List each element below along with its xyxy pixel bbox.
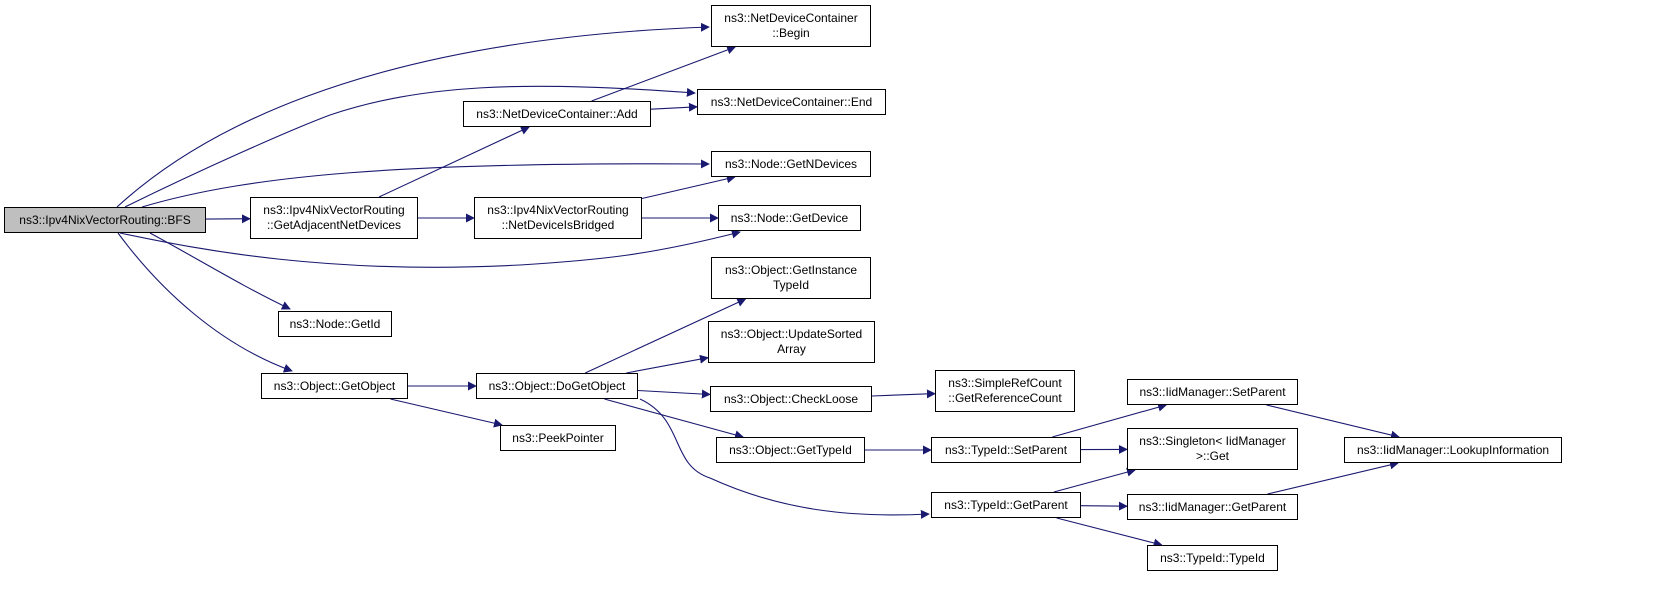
node-getadj[interactable]: ns3::Ipv4NixVectorRouting::GetAdjacentNe… — [250, 197, 418, 239]
node-label-line: ns3::Singleton< IidManager — [1139, 434, 1286, 448]
node-peekpointer[interactable]: ns3::PeekPointer — [500, 425, 616, 451]
node-label-line: ns3::NetDeviceContainer::Add — [476, 106, 638, 121]
node-label-line: ns3::Ipv4NixVectorRouting — [263, 203, 405, 217]
node-label-line: ::GetReferenceCount — [948, 391, 1062, 405]
node-label-line: TypeId — [772, 278, 810, 292]
edge-bfs-to-getndevices — [141, 159, 710, 208]
edge-ndc_add-to-ndc_begin — [591, 45, 737, 102]
node-label-line: ns3::IidManager::SetParent — [1139, 384, 1286, 399]
edge-dogetobject-to-tid_getparent — [639, 398, 930, 519]
node-getdevice[interactable]: ns3::Node::GetDevice — [718, 205, 861, 231]
node-label-line: ns3::IidManager::LookupInformation — [1356, 442, 1550, 457]
node-getrefcount[interactable]: ns3::SimpleRefCount::GetReferenceCount — [935, 370, 1075, 412]
node-label-line: ns3::Object::DoGetObject — [488, 378, 626, 393]
edge-iid_getparent-to-lookupinfo — [1267, 460, 1399, 495]
node-ndc-end[interactable]: ns3::NetDeviceContainer::End — [697, 89, 886, 115]
node-label-line: ns3::TypeId::TypeId — [1160, 550, 1265, 565]
edge-getadj-to-ndc_add — [378, 126, 530, 198]
node-label-line: ns3::Ipv4NixVectorRouting — [487, 203, 629, 217]
edge-dogetobject-to-obj_gettypeid — [604, 398, 744, 440]
node-label-line: ns3::Object::GetInstance — [724, 263, 858, 277]
node-ndc-add[interactable]: ns3::NetDeviceContainer::Add — [463, 101, 651, 127]
node-getid[interactable]: ns3::Node::GetId — [278, 311, 392, 337]
edge-dogetobject-to-updatesorted — [626, 354, 709, 374]
edge-ndc_add-to-ndc_end — [650, 102, 698, 112]
node-label-line: ns3::Object::CheckLoose — [723, 391, 859, 406]
node-lookupinfo[interactable]: ns3::IidManager::LookupInformation — [1344, 437, 1562, 463]
edge-getobject-to-peekpointer — [390, 398, 503, 428]
edge-bfs-to-ndc_begin — [116, 22, 710, 208]
edge-dogetobject-to-checkloose — [637, 389, 711, 399]
node-obj-gettypeid[interactable]: ns3::Object::GetTypeId — [716, 437, 865, 463]
node-label-line: ::Begin — [772, 26, 810, 40]
edge-tid_setparent-to-iid_setparent — [1052, 402, 1168, 438]
node-label-line: ns3::Object::UpdateSorted — [720, 327, 863, 341]
node-label-line: ns3::Ipv4NixVectorRouting::BFS — [19, 212, 191, 227]
node-getndevices[interactable]: ns3::Node::GetNDevices — [711, 151, 871, 177]
node-tid-setparent[interactable]: ns3::TypeId::SetParent — [931, 437, 1081, 463]
edge-tid_getparent-to-tid_typeid — [1056, 517, 1163, 548]
node-dogetobject[interactable]: ns3::Object::DoGetObject — [476, 373, 638, 399]
node-singleton-get[interactable]: ns3::Singleton< IidManager >::Get — [1127, 428, 1298, 470]
node-getobject[interactable]: ns3::Object::GetObject — [261, 373, 408, 399]
edge-checkloose-to-getrefcount — [871, 389, 936, 399]
node-label-line: ns3::PeekPointer — [512, 430, 604, 445]
edge-tid_getparent-to-iid_getparent — [1080, 501, 1128, 511]
node-tid-getparent[interactable]: ns3::TypeId::GetParent — [931, 492, 1081, 518]
node-label-line: ns3::Node::GetId — [289, 316, 381, 331]
node-isbridged[interactable]: ns3::Ipv4NixVectorRouting::NetDeviceIsBr… — [474, 197, 642, 239]
node-checkloose[interactable]: ns3::Object::CheckLoose — [710, 386, 872, 412]
node-label-line: ns3::Node::GetNDevices — [724, 156, 858, 171]
node-label-line: ns3::NetDeviceContainer::End — [710, 94, 873, 109]
edge-bfs-to-getdevice — [119, 229, 741, 268]
node-label-line: ns3::TypeId::GetParent — [944, 497, 1068, 512]
node-label-line: ::NetDeviceIsBridged — [501, 218, 615, 232]
edge-bfs-to-getid — [149, 232, 291, 310]
edge-bfs-to-getobject — [117, 232, 293, 373]
node-iid-getparent[interactable]: ns3::IidManager::GetParent — [1127, 494, 1298, 520]
node-iid-setparent[interactable]: ns3::IidManager::SetParent — [1127, 379, 1298, 405]
edge-isbridged-to-getndevices — [641, 174, 736, 200]
node-tid-typeid[interactable]: ns3::TypeId::TypeId — [1147, 545, 1278, 571]
node-bfs[interactable]: ns3::Ipv4NixVectorRouting::BFS — [4, 207, 206, 233]
node-label-line: Array — [777, 342, 806, 356]
node-label-line: ns3::NetDeviceContainer — [724, 11, 858, 25]
node-ndc-begin[interactable]: ns3::NetDeviceContainer::Begin — [711, 5, 871, 47]
node-label-line: ns3::Object::GetObject — [273, 378, 396, 393]
node-label-line: ns3::TypeId::SetParent — [944, 442, 1068, 457]
node-label-line: ::GetAdjacentNetDevices — [266, 218, 402, 232]
node-label-line: ns3::Object::GetTypeId — [729, 442, 852, 457]
node-label-line: ns3::SimpleRefCount — [948, 376, 1062, 390]
edge-dogetobject-to-getinstancetypeid — [584, 298, 747, 374]
node-label-line: >::Get — [1195, 449, 1230, 463]
edge-bfs-to-ndc_end — [124, 85, 696, 208]
node-label-line: ns3::IidManager::GetParent — [1138, 499, 1287, 514]
node-label-line: ns3::Node::GetDevice — [730, 210, 849, 225]
edge-tid_getparent-to-singleton_get — [1053, 467, 1136, 493]
edge-iid_setparent-to-lookupinfo — [1266, 404, 1400, 440]
